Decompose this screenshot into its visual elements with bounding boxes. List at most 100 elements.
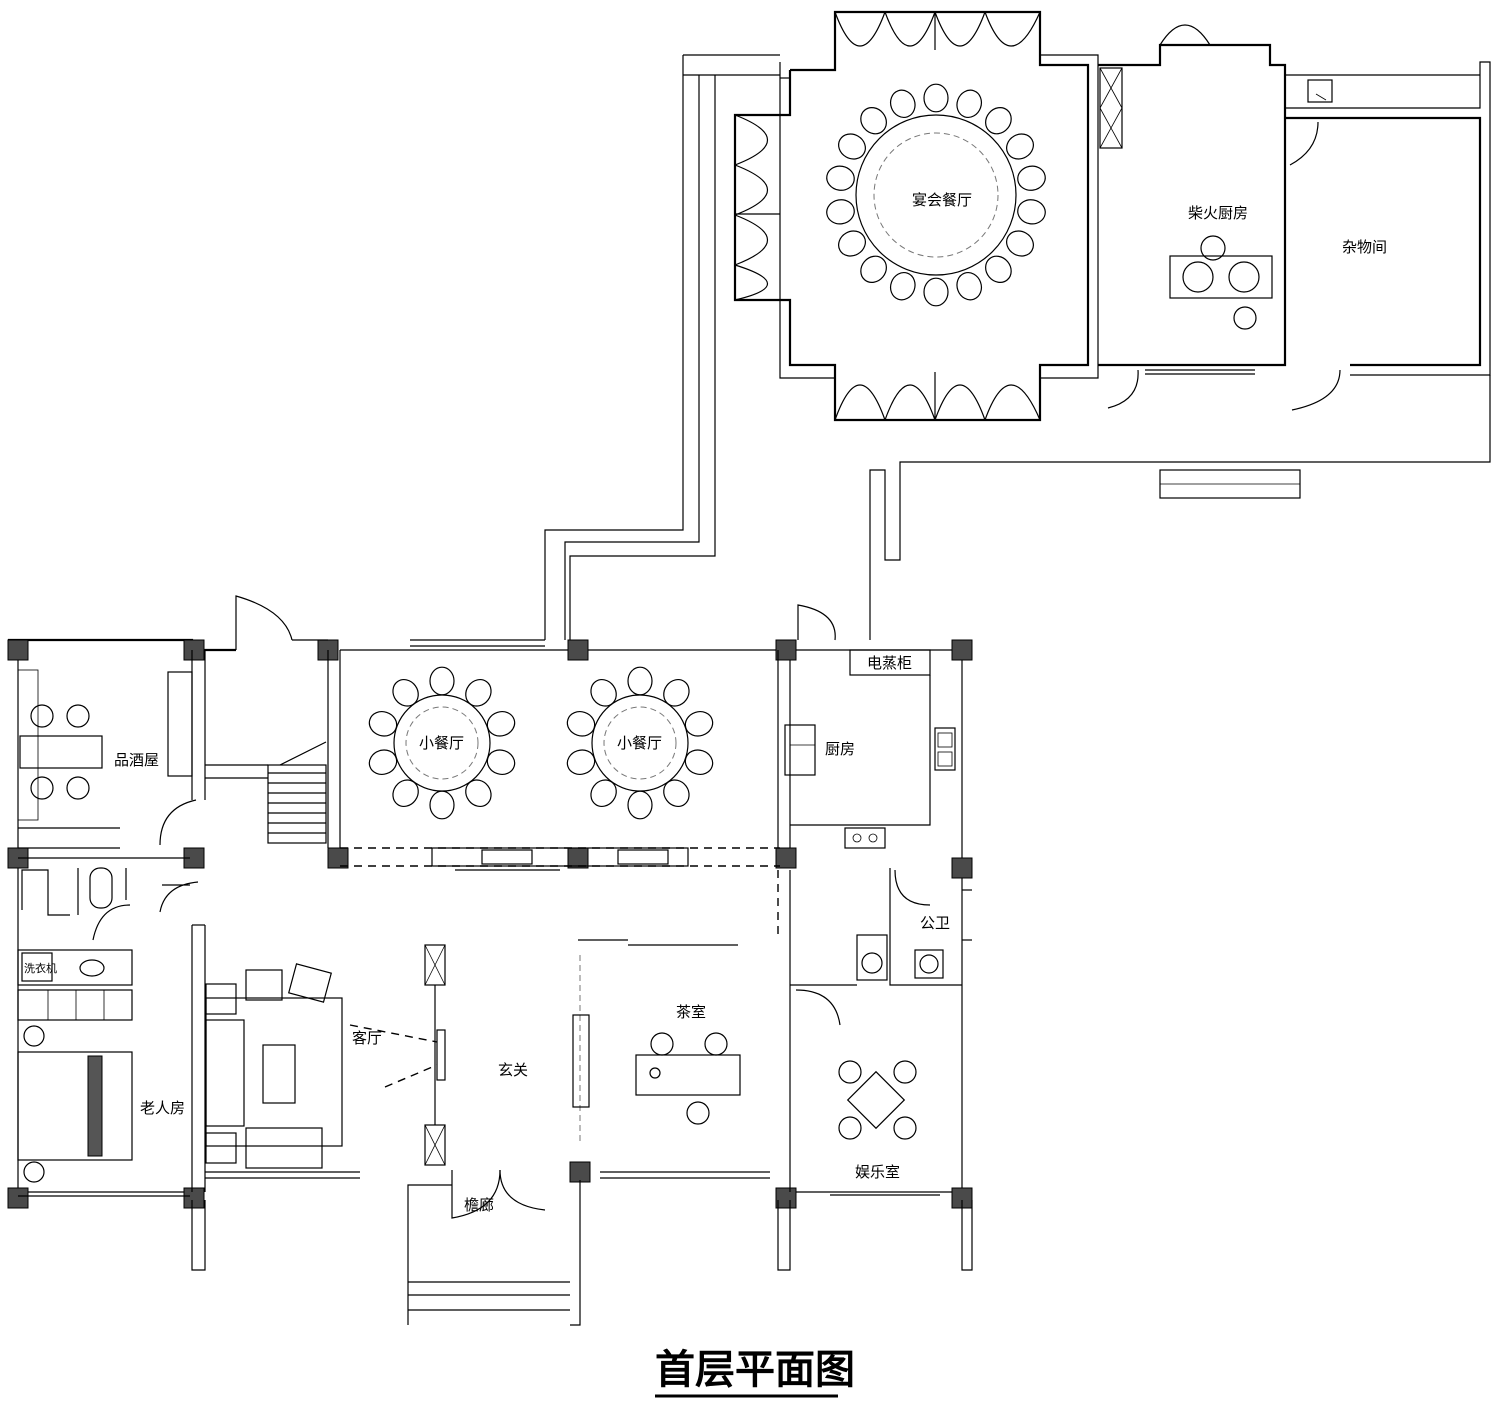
chair	[368, 749, 398, 775]
column	[7, 639, 29, 661]
column	[7, 1187, 29, 1209]
tea-table	[635, 1054, 741, 1096]
chair	[826, 165, 855, 191]
annex-boundary	[869, 375, 1491, 640]
dining-screen	[431, 847, 689, 867]
label-entertainment: 娱乐室	[855, 1163, 900, 1181]
banquet-hall-inner-right	[1040, 54, 1099, 379]
label-kitchen: 厨房	[825, 740, 855, 758]
label-washing-machine: 洗衣机	[24, 961, 57, 975]
label-banquet-hall: 宴会餐厅	[912, 191, 972, 209]
coffee-table	[262, 1044, 296, 1104]
chair	[684, 749, 714, 775]
veranda	[18, 1169, 973, 1326]
chair	[486, 711, 516, 737]
label-veranda: 檐廊	[464, 1196, 494, 1214]
wardrobe	[17, 989, 133, 1021]
chair	[838, 230, 866, 257]
small-dining-table-2	[566, 666, 714, 820]
storage-wall	[1285, 116, 1482, 367]
label-steam-cabinet: 电蒸柜	[867, 654, 912, 672]
public-wc	[856, 868, 972, 986]
storage-sink	[1307, 79, 1333, 103]
label-storage: 杂物间	[1342, 238, 1387, 256]
chair	[956, 89, 983, 119]
label-wine-room: 品酒屋	[114, 751, 159, 769]
label-small-dining-1: 小餐厅	[419, 734, 464, 752]
wood-stove	[1169, 255, 1273, 299]
column	[951, 639, 973, 661]
column	[775, 1187, 797, 1209]
upper-wing	[733, 10, 1491, 640]
column	[567, 639, 589, 661]
column	[183, 1187, 205, 1209]
chair	[566, 711, 596, 737]
staircase	[205, 741, 327, 844]
chair	[590, 779, 617, 808]
banquet-hall-wall	[733, 10, 1090, 422]
chair	[590, 678, 617, 707]
column	[327, 847, 349, 869]
living-area	[205, 944, 446, 1179]
chair	[465, 678, 492, 707]
chair	[429, 666, 455, 696]
column	[183, 639, 205, 661]
main-house	[7, 595, 973, 1326]
walkway	[544, 54, 780, 640]
elder-room	[17, 857, 199, 1192]
label-tea-room: 茶室	[676, 1003, 706, 1021]
wood-kitchen-wall	[1098, 43, 1287, 367]
wood-kitchen-shelf	[1099, 67, 1123, 149]
drawing-title-text: 首层平面图	[655, 1347, 855, 1393]
chair	[1017, 199, 1046, 225]
bed	[17, 1051, 133, 1161]
column	[775, 639, 797, 661]
kitchen-sink	[934, 727, 956, 771]
structural-columns	[7, 639, 973, 1209]
chair	[566, 749, 596, 775]
label-small-dining-2: 小餐厅	[617, 734, 662, 752]
column	[569, 1161, 591, 1183]
chair	[1006, 133, 1034, 160]
column	[775, 847, 797, 869]
drawing-title: 首层平面图	[655, 1347, 855, 1398]
sofa	[205, 1019, 245, 1127]
chair	[392, 779, 419, 808]
kitchen-island	[784, 724, 816, 776]
chair	[985, 107, 1012, 135]
banquet-table	[826, 83, 1046, 307]
wine-table	[19, 735, 103, 769]
chair	[923, 277, 949, 307]
chair	[889, 89, 916, 119]
label-living-room: 客厅	[352, 1029, 382, 1047]
chair	[627, 666, 653, 696]
kitchen-fixtures	[784, 604, 956, 849]
chair	[663, 779, 690, 808]
banquet-petals	[734, 11, 1041, 421]
tv-unit	[436, 1029, 446, 1081]
chair	[465, 779, 492, 808]
kitchen-stove	[844, 827, 886, 849]
laundry-counter	[17, 949, 133, 986]
chair	[429, 790, 455, 820]
room-labels: 宴会餐厅 柴火厨房 杂物间 品酒屋 小餐厅 小餐厅 厨房 电蒸柜 公卫 茶室 玄…	[24, 191, 1387, 1214]
wine-room	[17, 669, 197, 846]
chair	[684, 711, 714, 737]
chair	[486, 749, 516, 775]
chair	[956, 271, 983, 301]
chair	[826, 199, 855, 225]
chair	[923, 83, 949, 113]
chair	[1017, 165, 1046, 191]
banquet-hall-inner-left	[779, 62, 836, 379]
chair	[985, 255, 1012, 283]
column	[567, 847, 589, 869]
label-foyer: 玄关	[498, 1061, 528, 1079]
label-elder-room: 老人房	[140, 1099, 185, 1117]
chair	[1006, 230, 1034, 257]
chair	[860, 255, 887, 283]
banquet-chairs	[826, 83, 1046, 307]
chair	[368, 711, 398, 737]
entertainment-room	[777, 870, 940, 1196]
chair	[838, 133, 866, 160]
